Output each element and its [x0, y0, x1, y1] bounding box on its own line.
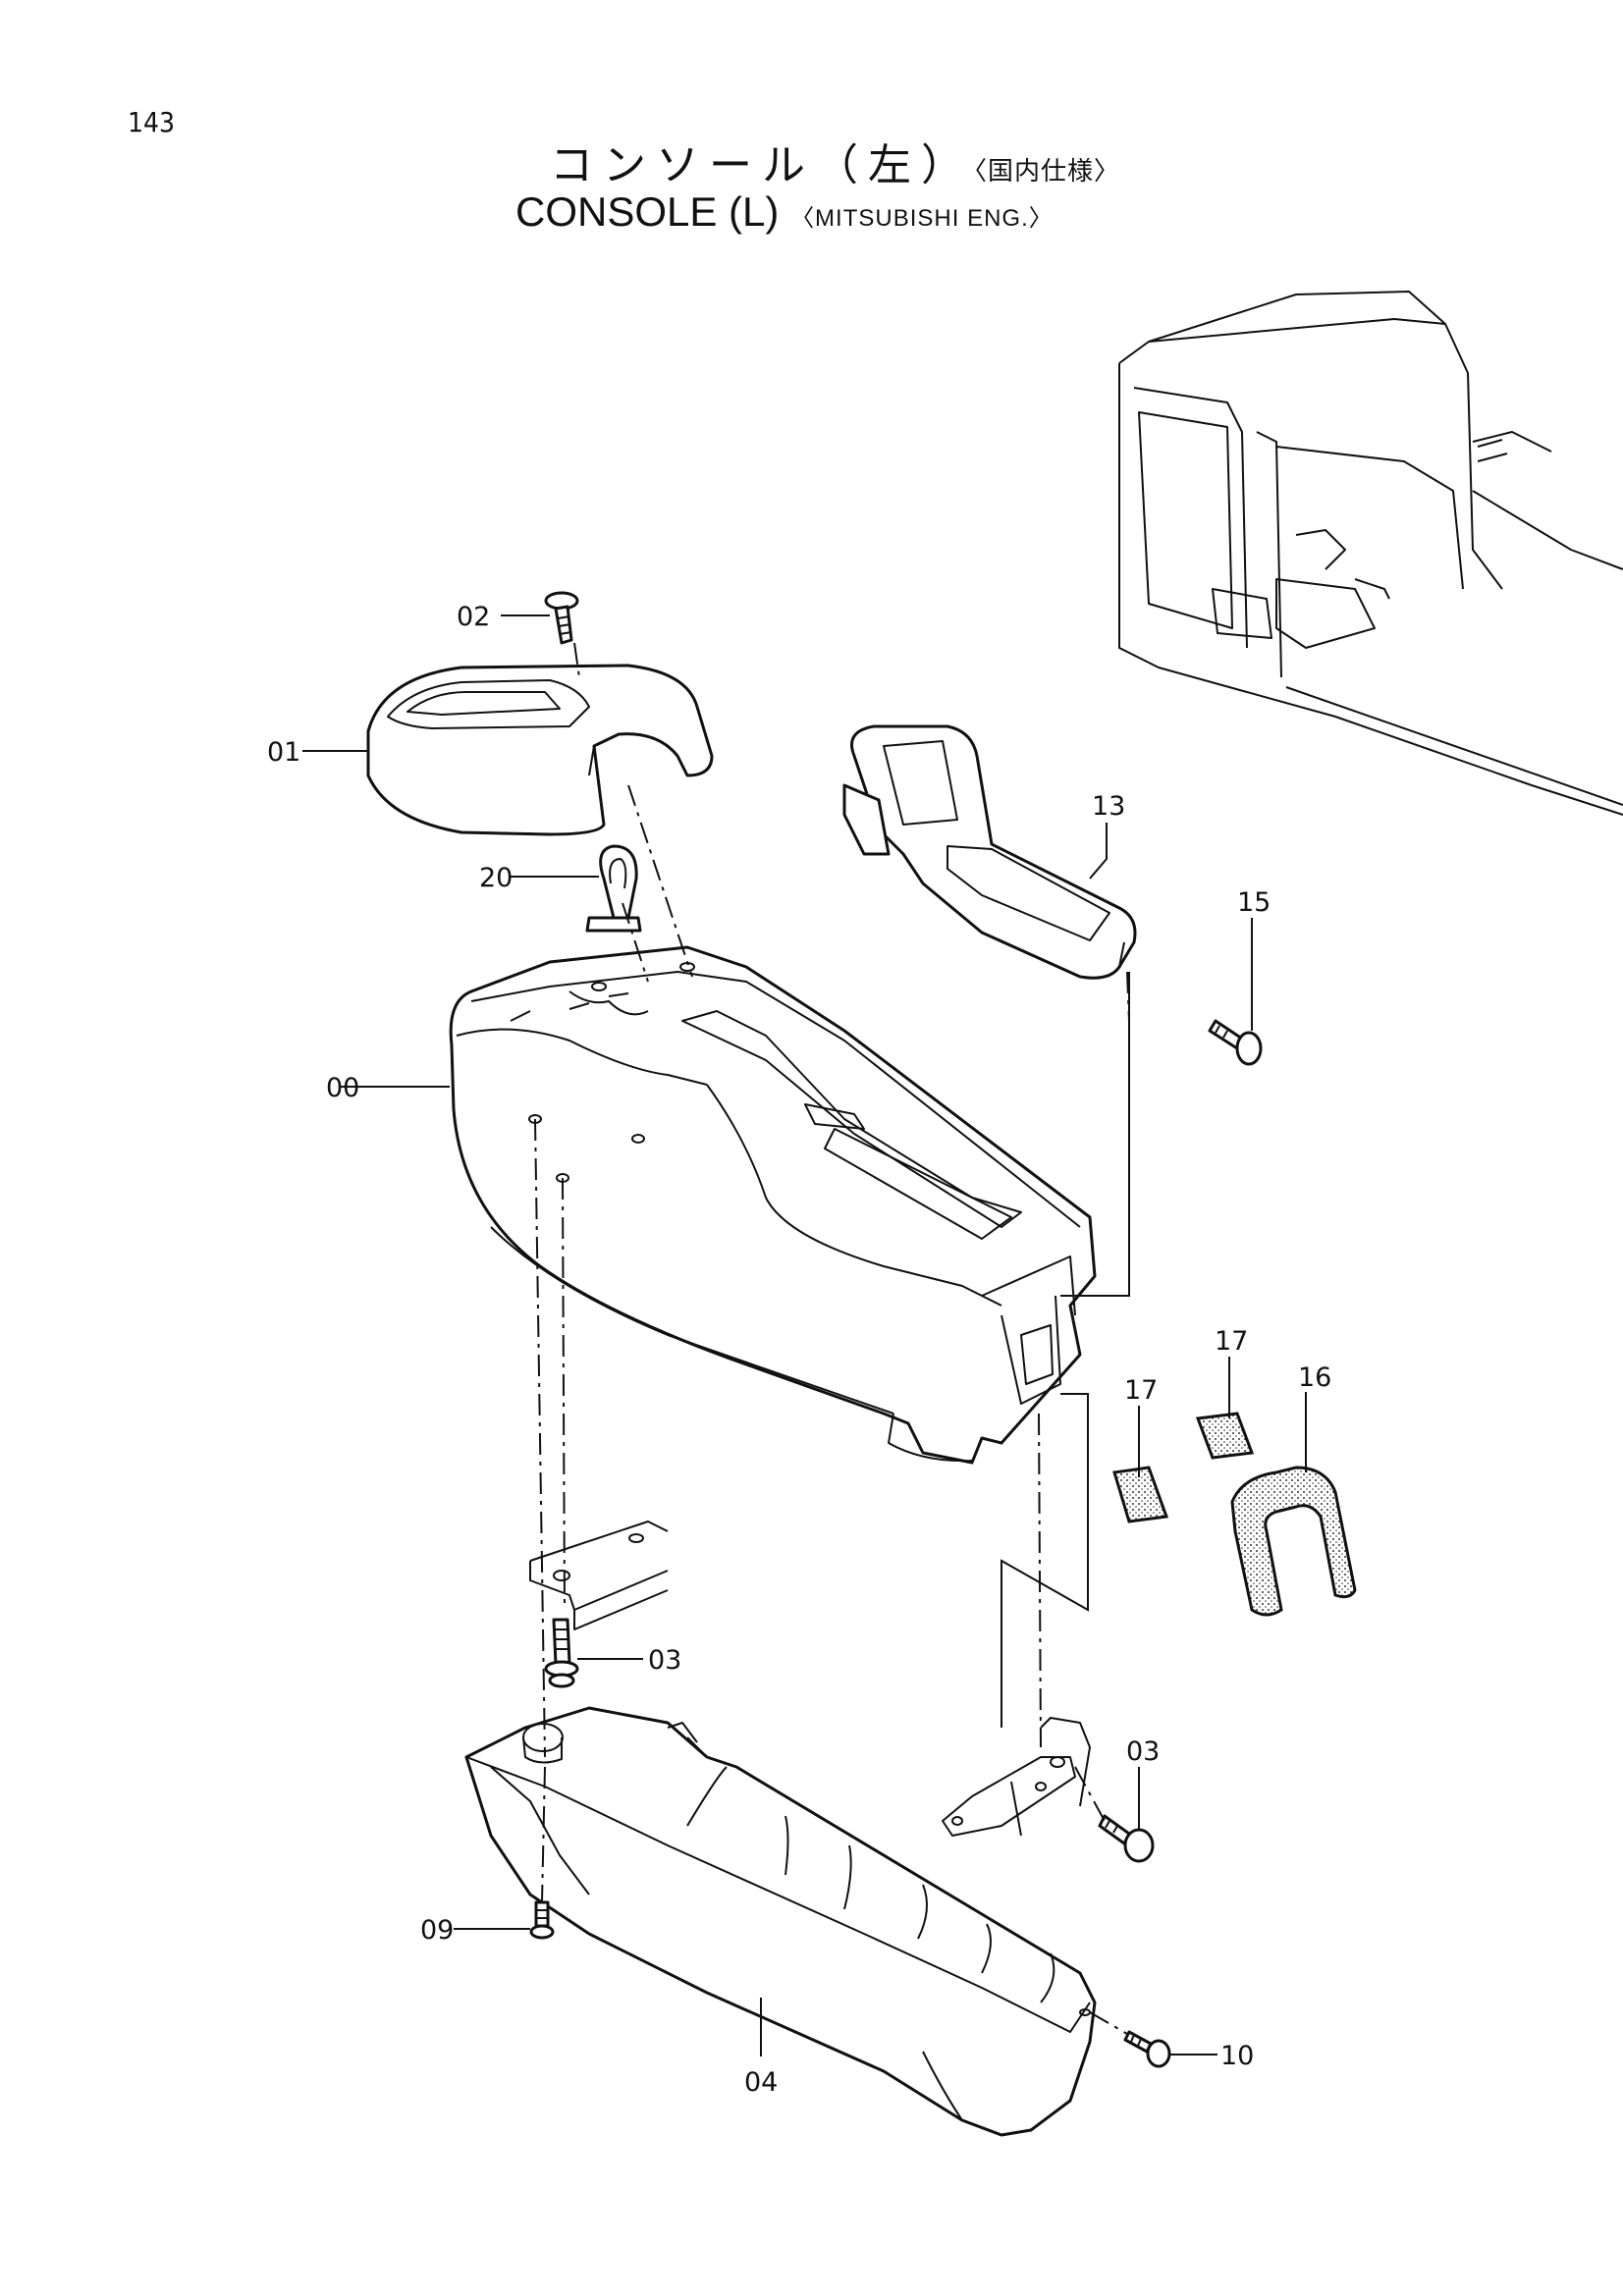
part-03-bolt-right — [1098, 1814, 1155, 1863]
mounting-bracket — [529, 1521, 669, 1630]
callout-04: 04 — [744, 2067, 778, 2098]
part-10-bolt — [1123, 2030, 1171, 2068]
leader-lines — [302, 614, 1307, 2056]
part-17-pad-b — [1195, 1412, 1255, 1460]
callout-13: 13 — [1092, 791, 1125, 822]
part-17-pad-a — [1112, 1466, 1169, 1523]
title-english-text: CONSOLE (L) — [515, 188, 780, 235]
callout-16: 16 — [1298, 1362, 1331, 1393]
side-bracket-right — [942, 1717, 1091, 1837]
callout-02: 02 — [457, 602, 490, 632]
part-03-bolt-left — [544, 1618, 579, 1688]
title-japanese-spec: 〈国内仕様〉 — [974, 157, 1121, 187]
assembly-solid-lines — [1001, 972, 1130, 1728]
part-20-cable-clamp — [585, 844, 642, 933]
callout-09: 09 — [420, 1915, 454, 1946]
cab-location-inset — [1118, 291, 1623, 816]
title-japanese-text: コンソール（左） — [550, 140, 974, 190]
part-01-top-cover — [366, 664, 714, 836]
part-00-console-body — [449, 945, 1097, 1465]
callout-03a: 03 — [648, 1645, 681, 1676]
callout-17b: 17 — [1215, 1326, 1248, 1357]
callout-01: 01 — [267, 737, 300, 768]
page-number: 143 — [128, 106, 176, 138]
part-09-screw — [529, 1900, 555, 1940]
title-english-spec: 〈MITSUBISHI ENG.〉 — [790, 205, 1054, 232]
title-japanese: コンソール（左）〈国内仕様〉 — [550, 130, 1120, 192]
part-15-bolt — [1208, 1019, 1263, 1066]
part-13-arm-rest — [842, 724, 1137, 980]
callout-15: 15 — [1237, 887, 1271, 918]
callout-17a: 17 — [1124, 1375, 1158, 1406]
callout-20: 20 — [479, 863, 513, 893]
callout-00: 00 — [326, 1073, 359, 1103]
callout-03b: 03 — [1126, 1736, 1160, 1767]
title-english: CONSOLE (L) 〈MITSUBISHI ENG.〉 — [515, 188, 1054, 236]
callout-10: 10 — [1220, 2041, 1254, 2071]
part-02-screw — [544, 591, 579, 645]
part-16-u-foam — [1230, 1466, 1357, 1617]
callout-labels: 02 01 20 00 13 15 17 17 16 03 03 09 04 1… — [267, 602, 1331, 2098]
assembly-center-lines — [534, 642, 1130, 2035]
part-04-bottom-tray — [464, 1706, 1097, 2137]
